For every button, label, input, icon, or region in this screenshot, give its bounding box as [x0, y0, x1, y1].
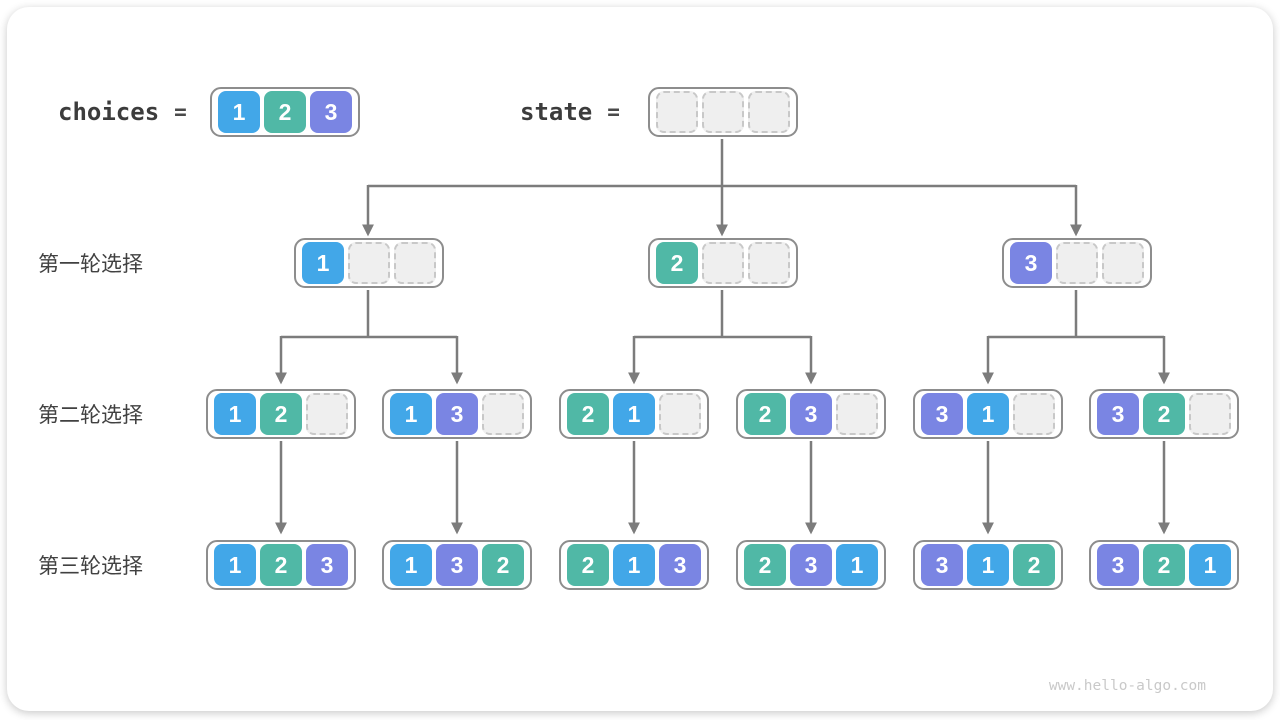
value-cell: 2 [656, 242, 698, 284]
empty-cell [702, 91, 744, 133]
value-cell: 1 [302, 242, 344, 284]
empty-cell [394, 242, 436, 284]
value-cell: 3 [1097, 393, 1139, 435]
value-cell: 2 [744, 393, 786, 435]
value-cell: 1 [967, 393, 1009, 435]
state-array [648, 87, 798, 137]
state-label: state = [520, 87, 620, 137]
value-cell: 3 [310, 91, 352, 133]
state-equals-sign: = [607, 100, 620, 124]
empty-cell [836, 393, 878, 435]
value-cell: 2 [1013, 544, 1055, 586]
state-node-round1: 1 [294, 238, 444, 288]
value-cell: 2 [567, 544, 609, 586]
choices-label: choices = [58, 87, 187, 137]
empty-cell [748, 91, 790, 133]
value-cell: 1 [214, 393, 256, 435]
empty-cell [348, 242, 390, 284]
round-2-label: 第二轮选择 [38, 404, 143, 427]
value-cell: 2 [264, 91, 306, 133]
value-cell: 2 [260, 393, 302, 435]
empty-cell [1102, 242, 1144, 284]
empty-cell [702, 242, 744, 284]
empty-cell [306, 393, 348, 435]
value-cell: 3 [790, 393, 832, 435]
state-node-round1: 3 [1002, 238, 1152, 288]
value-cell: 3 [1010, 242, 1052, 284]
empty-cell [748, 242, 790, 284]
state-node-round1: 2 [648, 238, 798, 288]
value-cell: 3 [1097, 544, 1139, 586]
state-label-text: state [520, 98, 593, 126]
value-cell: 1 [836, 544, 878, 586]
empty-cell [1013, 393, 1055, 435]
empty-cell [656, 91, 698, 133]
value-cell: 2 [260, 544, 302, 586]
value-cell: 2 [1143, 393, 1185, 435]
choices-equals-sign: = [174, 100, 187, 124]
value-cell: 1 [967, 544, 1009, 586]
value-cell: 2 [482, 544, 524, 586]
value-cell: 1 [613, 544, 655, 586]
value-cell: 1 [390, 393, 432, 435]
value-cell: 1 [613, 393, 655, 435]
value-cell: 1 [218, 91, 260, 133]
value-cell: 1 [1189, 544, 1231, 586]
diagram-card [7, 7, 1273, 711]
value-cell: 3 [921, 393, 963, 435]
value-cell: 3 [659, 544, 701, 586]
value-cell: 3 [790, 544, 832, 586]
value-cell: 2 [567, 393, 609, 435]
value-cell: 3 [921, 544, 963, 586]
round-3-label: 第三轮选择 [38, 555, 143, 578]
value-cell: 1 [390, 544, 432, 586]
empty-cell [1189, 393, 1231, 435]
empty-cell [1056, 242, 1098, 284]
value-cell: 1 [214, 544, 256, 586]
round-1-label: 第一轮选择 [38, 253, 143, 276]
value-cell: 3 [436, 393, 478, 435]
empty-cell [659, 393, 701, 435]
value-cell: 3 [436, 544, 478, 586]
choices-label-text: choices [58, 98, 160, 126]
watermark: www.hello-algo.com [1048, 678, 1206, 694]
value-cell: 2 [1143, 544, 1185, 586]
empty-cell [482, 393, 524, 435]
value-cell: 2 [744, 544, 786, 586]
value-cell: 3 [306, 544, 348, 586]
